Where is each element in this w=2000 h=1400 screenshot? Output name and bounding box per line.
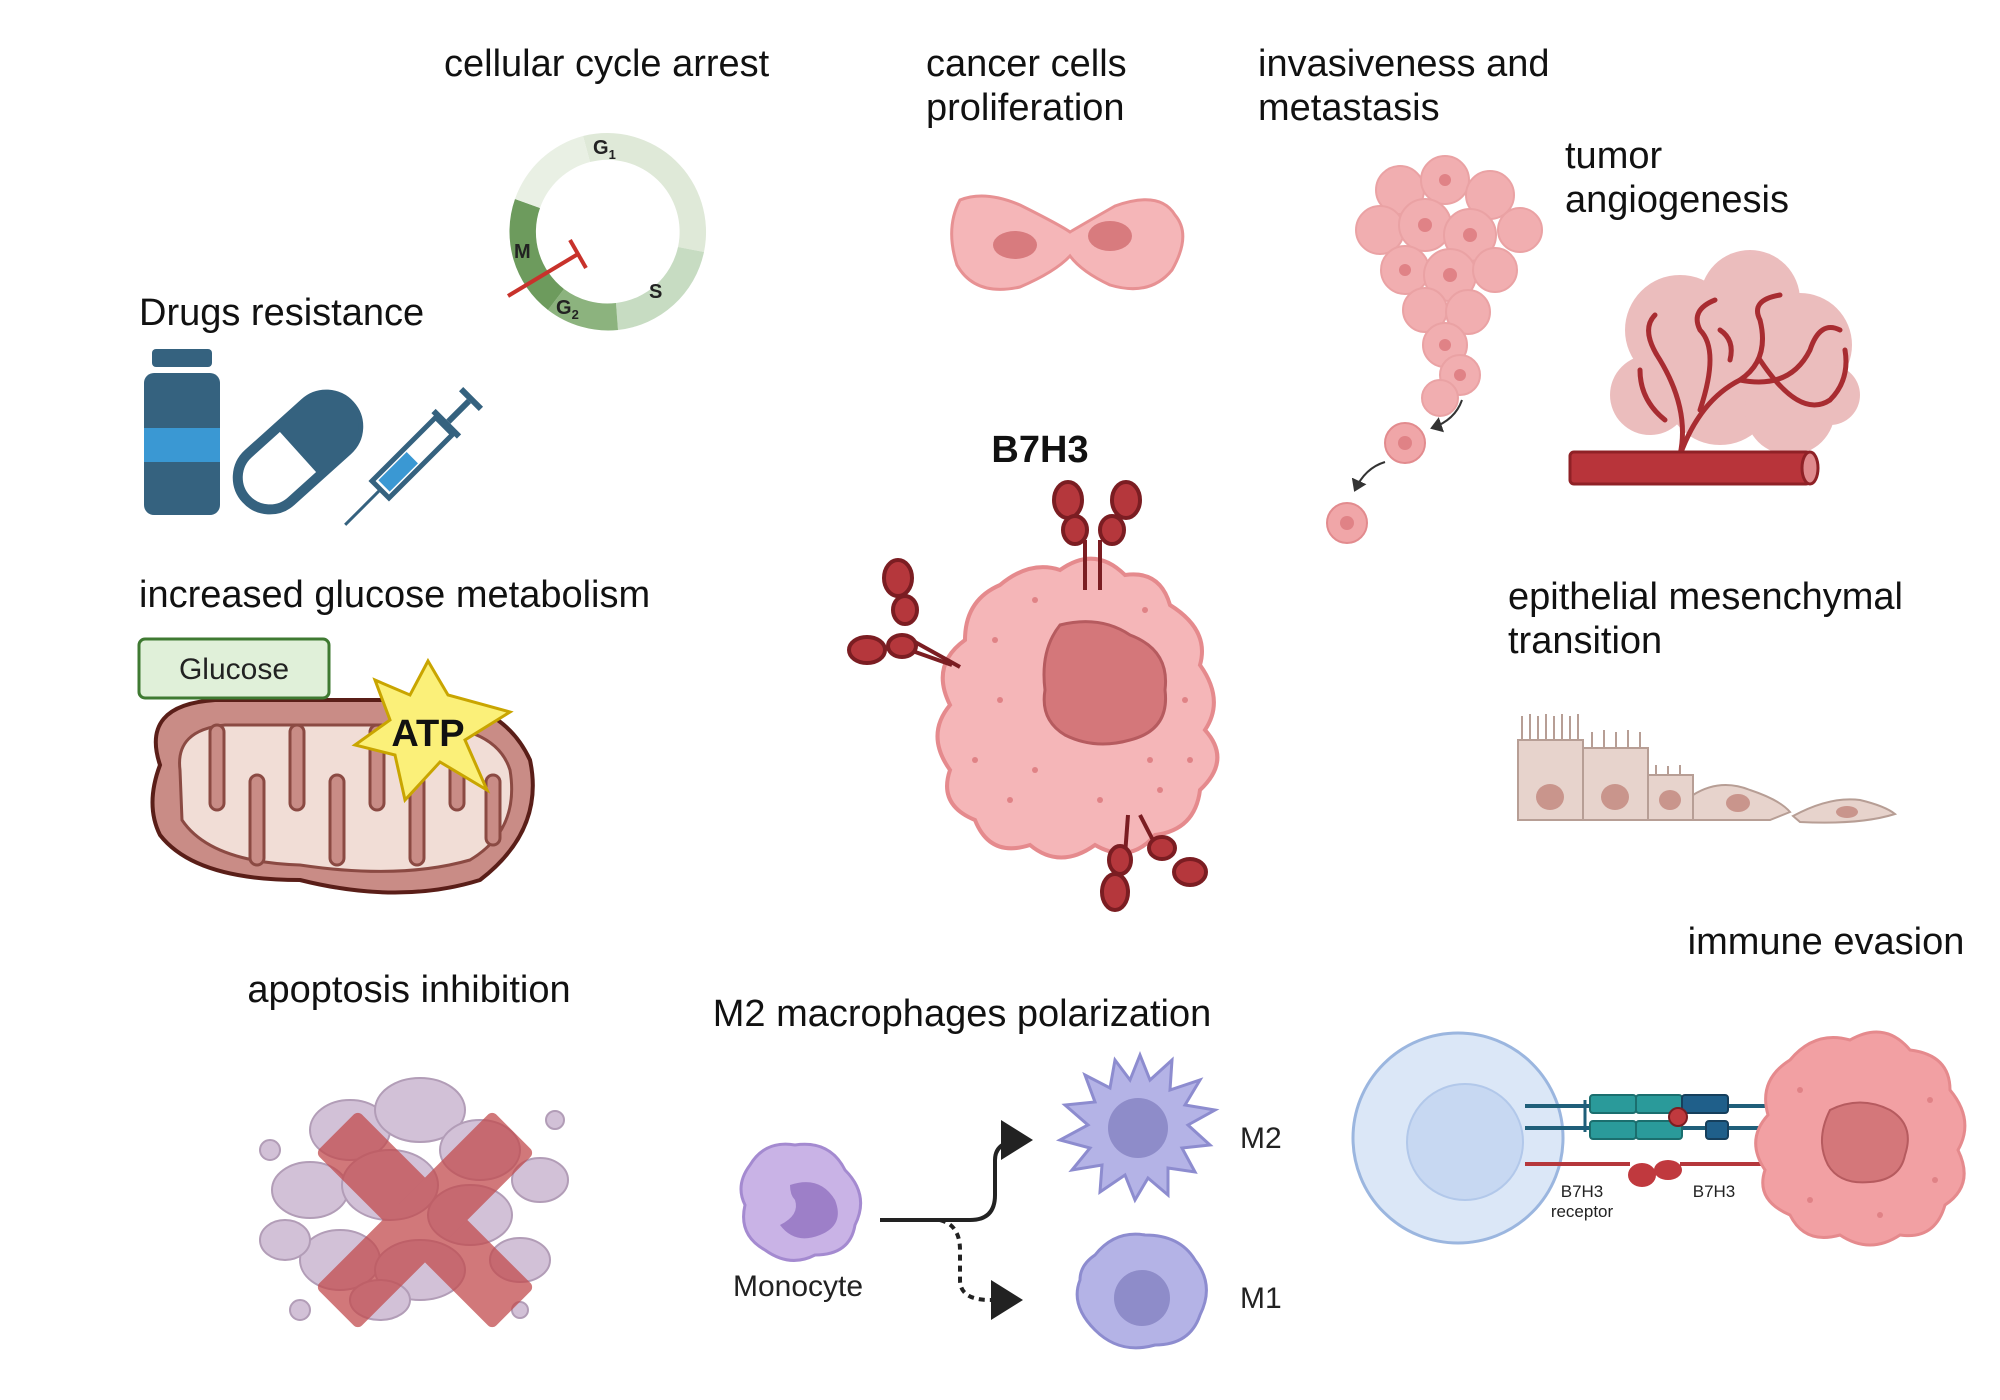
migrating-cell-1-nucleus [1398, 436, 1412, 450]
phase-g2: G2 [556, 297, 579, 322]
atp-label: ATP [391, 713, 464, 755]
main-blood-vessel [1568, 450, 1812, 486]
glucose-panel: increased glucose metabolism Glucose ATP [137, 574, 650, 895]
receptor-label-line1: B7H3 [1561, 1182, 1604, 1201]
b7h3-receptor-icons [847, 480, 1208, 912]
cell-dots [972, 597, 1193, 803]
checkpoint-complex-icon [1525, 1094, 1785, 1140]
migrating-cell-2-nucleus [1340, 516, 1354, 530]
angiogenesis-label: tumor angiogenesis [1565, 135, 1789, 221]
immune-panel: immune evasion B7H3 receptor B7H3 [1351, 921, 1967, 1247]
dividing-cell-icon [950, 194, 1185, 291]
drugs-label: Drugs resistance [139, 292, 424, 334]
syringe-icon [344, 386, 484, 526]
m1-arrow [939, 1218, 1023, 1320]
emt-label: epithelial mesenchymal transition [1508, 576, 1914, 662]
pill-icon [232, 389, 364, 515]
blood-vessels-icon [1637, 292, 1849, 458]
monocyte-label: Monocyte [733, 1270, 863, 1303]
m1-macrophage-icon [1075, 1232, 1208, 1350]
apoptosis-panel: apoptosis inhibition [247, 969, 571, 1328]
m2-arrow [880, 1120, 1033, 1222]
cell-cycle-ring [506, 133, 707, 331]
phase-s: S [649, 281, 662, 303]
metastasis-panel: invasiveness and metastasis [1258, 43, 1560, 544]
tumor-cluster-icon [1355, 155, 1543, 417]
macrophage-panel: M2 macrophages polarization Monocyte M2 … [713, 993, 1282, 1350]
center-title: B7H3 [991, 429, 1088, 471]
invasiveness-label: invasiveness and metastasis [1258, 43, 1560, 129]
central-cell-panel: B7H3 [847, 429, 1220, 912]
cancer-cell-nucleus [1042, 620, 1168, 746]
glucose-label: increased glucose metabolism [139, 574, 650, 616]
drugs-panel: Drugs resistance [139, 292, 484, 526]
monocyte-icon [739, 1142, 863, 1262]
vial-icon [144, 349, 220, 515]
apoptosis-label: apoptosis inhibition [247, 969, 570, 1011]
angiogenesis-panel: tumor angiogenesis [1565, 135, 1860, 486]
cell-cycle-label: cellular cycle arrest [444, 43, 770, 85]
glucose-box [137, 637, 331, 700]
emt-nuclei [1536, 784, 1858, 818]
emt-panel: epithelial mesenchymal transition [1508, 576, 1914, 824]
m2-macrophage-icon [1055, 1050, 1220, 1204]
b7h3-ligand-label: B7H3 [1693, 1182, 1736, 1201]
proliferation-label: cancer cells proliferation [926, 43, 1137, 129]
macrophage-label: M2 macrophages polarization [713, 993, 1212, 1035]
t-cell-icon [1351, 1031, 1565, 1245]
tumor-mass-icon [1610, 250, 1860, 455]
m1-label: M1 [1240, 1282, 1282, 1315]
immune-label: immune evasion [1688, 921, 1965, 963]
tumor-cell-icon [1754, 1030, 1967, 1247]
tumor-nuclei [1399, 174, 1477, 381]
inhibition-x-icon [317, 1112, 533, 1328]
metastasis-arrow-2 [1351, 461, 1386, 492]
receptor-label-line2: receptor [1551, 1202, 1614, 1221]
atp-burst-icon [351, 657, 514, 804]
emt-cells-icon [1517, 714, 1898, 824]
metastasis-arrow-1 [1430, 399, 1463, 433]
phase-g1: G1 [593, 137, 616, 162]
proliferation-panel: cancer cells proliferation [926, 43, 1185, 291]
cell-cycle-panel: cellular cycle arrest G1 S G2 M [444, 43, 770, 331]
vessel-opening [1800, 450, 1820, 486]
m2-label: M2 [1240, 1122, 1282, 1155]
phase-m: M [514, 241, 531, 263]
glucose-box-label: Glucose [179, 653, 289, 686]
